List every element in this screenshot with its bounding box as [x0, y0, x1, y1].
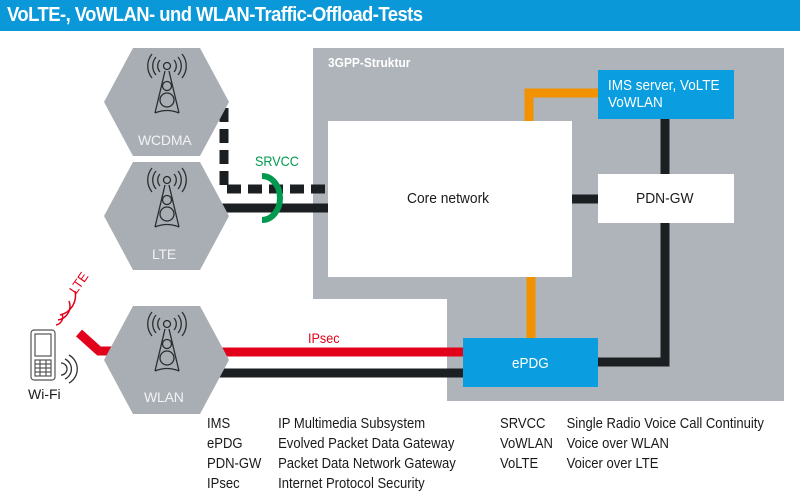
wlan-label: WLAN [144, 389, 184, 405]
legend-desc: Evolved Packet Data Gateway [278, 436, 455, 452]
srvcc-arc [261, 173, 283, 223]
ipsec-label: IPsec [308, 330, 340, 346]
legend-row: ePDG Evolved Packet Data Gateway [207, 434, 456, 454]
srvcc-label: SRVCC [255, 153, 299, 169]
ims-server-label: IMS server, VoLTE VoWLAN [608, 77, 720, 111]
antenna-tower-icon [147, 53, 187, 114]
legend-left: IMS IP Multimedia Subsystem ePDG Evolved P… [207, 414, 456, 494]
title-bar: VoLTE-, VoWLAN- und WLAN-Traffic-Offload… [0, 0, 800, 31]
pdn-gw-label: PDN-GW [636, 190, 694, 207]
legend-abbr: SRVCC [500, 416, 546, 432]
antenna-tower-icon [147, 311, 187, 372]
legend-row: PDN-GW Packet Data Network Gateway [207, 454, 456, 474]
legend-row: SRVCC Single Radio Voice Call Continuity [500, 414, 764, 434]
wcdma-hexagon [104, 48, 229, 156]
legend-abbr: VoWLAN [500, 436, 553, 452]
legend-desc: Packet Data Network Gateway [278, 456, 456, 472]
legend-desc: Single Radio Voice Call Continuity [566, 416, 764, 432]
core-network-box [328, 121, 572, 277]
antenna-tower-icon [147, 167, 187, 228]
legend-abbr: ePDG [207, 436, 243, 452]
wlan-hexagon [104, 306, 229, 414]
legend-row: IMS IP Multimedia Subsystem [207, 414, 456, 434]
legend-row: VoLTE Voicer over LTE [500, 454, 764, 474]
legend-abbr: VoLTE [500, 456, 539, 472]
core-network-label: Core network [407, 190, 490, 207]
legend-desc: Voicer over LTE [566, 456, 659, 472]
lte-waves-icon [55, 290, 77, 326]
legend-row: VoWLAN Voice over WLAN [500, 434, 764, 454]
epdg-box [463, 338, 598, 387]
ims-label-line1: IMS server, VoLTE [608, 77, 720, 94]
mobile-phone-icon [30, 329, 56, 381]
lte-label: LTE [152, 246, 177, 262]
pdngw-epdg-link [597, 222, 670, 367]
lte-hexagon [104, 162, 229, 270]
core-ims-link [524, 88, 598, 121]
legend-desc: IP Multimedia Subsystem [278, 416, 426, 432]
legend-abbr: IPsec [207, 476, 240, 492]
legend-abbr: PDN-GW [207, 456, 262, 472]
legend-desc: Voice over WLAN [566, 436, 669, 452]
wcdma-label: WCDMA [138, 132, 192, 148]
wifi-label: Wi-Fi [28, 386, 61, 402]
wcdma-core-link [219, 108, 328, 194]
legend-abbr: IMS [207, 416, 231, 432]
wifi-waves-icon [60, 354, 78, 384]
ims-server-box [598, 70, 734, 119]
ims-label-line2: VoWLAN [608, 94, 663, 111]
page-title: VoLTE-, VoWLAN- und WLAN-Traffic-Offload… [7, 3, 423, 26]
legend-desc: Internet Protocol Security [278, 476, 425, 492]
epdg-label: ePDG [512, 355, 549, 372]
phone-lte-link [75, 329, 115, 356]
region-label: 3GPP-Struktur [328, 55, 411, 70]
pdn-gw-box [598, 174, 734, 223]
legend-row: IPsec Internet Protocol Security [207, 474, 456, 494]
